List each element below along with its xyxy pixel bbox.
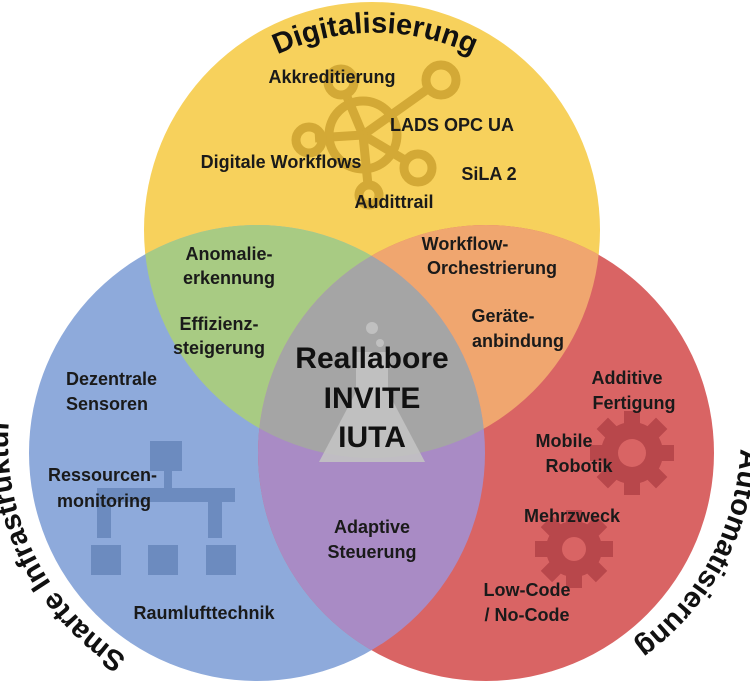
label-lowcode-line2: / No-Code — [485, 605, 570, 625]
center-overlap — [258, 225, 485, 458]
label-audittrail: Audittrail — [355, 192, 434, 212]
org-chart-icon — [91, 441, 236, 575]
label-mobile-line1: Mobile — [536, 431, 593, 451]
label-additive-line1: Additive — [591, 368, 662, 388]
label-sila-2: SiLA 2 — [461, 164, 516, 184]
label-mehrzweck: Mehrzweck — [524, 506, 621, 526]
label-akkreditierung: Akkreditierung — [268, 67, 395, 87]
label-effizienz-line2: steigerung — [173, 338, 265, 358]
label-anomalie-line1: Anomalie- — [185, 244, 272, 264]
label-geraete-line1: Geräte- — [471, 306, 534, 326]
label-geraete-line2: anbindung — [472, 331, 564, 351]
flask-icon — [319, 322, 425, 462]
label-raumlufttechnik: Raumlufttechnik — [133, 603, 275, 623]
label-lowcode-line1: Low-Code — [484, 580, 571, 600]
label-effizienz-line1: Effizienz- — [180, 314, 259, 334]
network-hub-icon — [291, 60, 461, 210]
label-adaptive-line2: Steuerung — [327, 542, 416, 562]
center-label-reallabore: Reallabore — [295, 342, 448, 375]
label-adaptive-line1: Adaptive — [334, 517, 410, 537]
label-ressourcen-line2: monitoring — [57, 491, 151, 511]
center-label-invite: INVITE — [324, 382, 421, 415]
label-workflow-line2: Orchestrierung — [427, 258, 557, 278]
label-digitale-workflows: Digitale Workflows — [201, 152, 362, 172]
center-label-iuta: IUTA — [338, 421, 406, 454]
label-anomalie-line2: erkennung — [183, 268, 275, 288]
gears-icon — [535, 411, 674, 588]
label-additive-line2: Fertigung — [593, 393, 676, 413]
label-ressourcen-line1: Ressourcen- — [48, 465, 157, 485]
label-dezentrale-line2: Sensoren — [66, 394, 148, 414]
label-dezentrale-line1: Dezentrale — [66, 369, 157, 389]
label-mobile-line2: Robotik — [546, 456, 614, 476]
label-workflow-line1: Workflow- — [422, 234, 509, 254]
label-lads-opc-ua: LADS OPC UA — [390, 115, 514, 135]
